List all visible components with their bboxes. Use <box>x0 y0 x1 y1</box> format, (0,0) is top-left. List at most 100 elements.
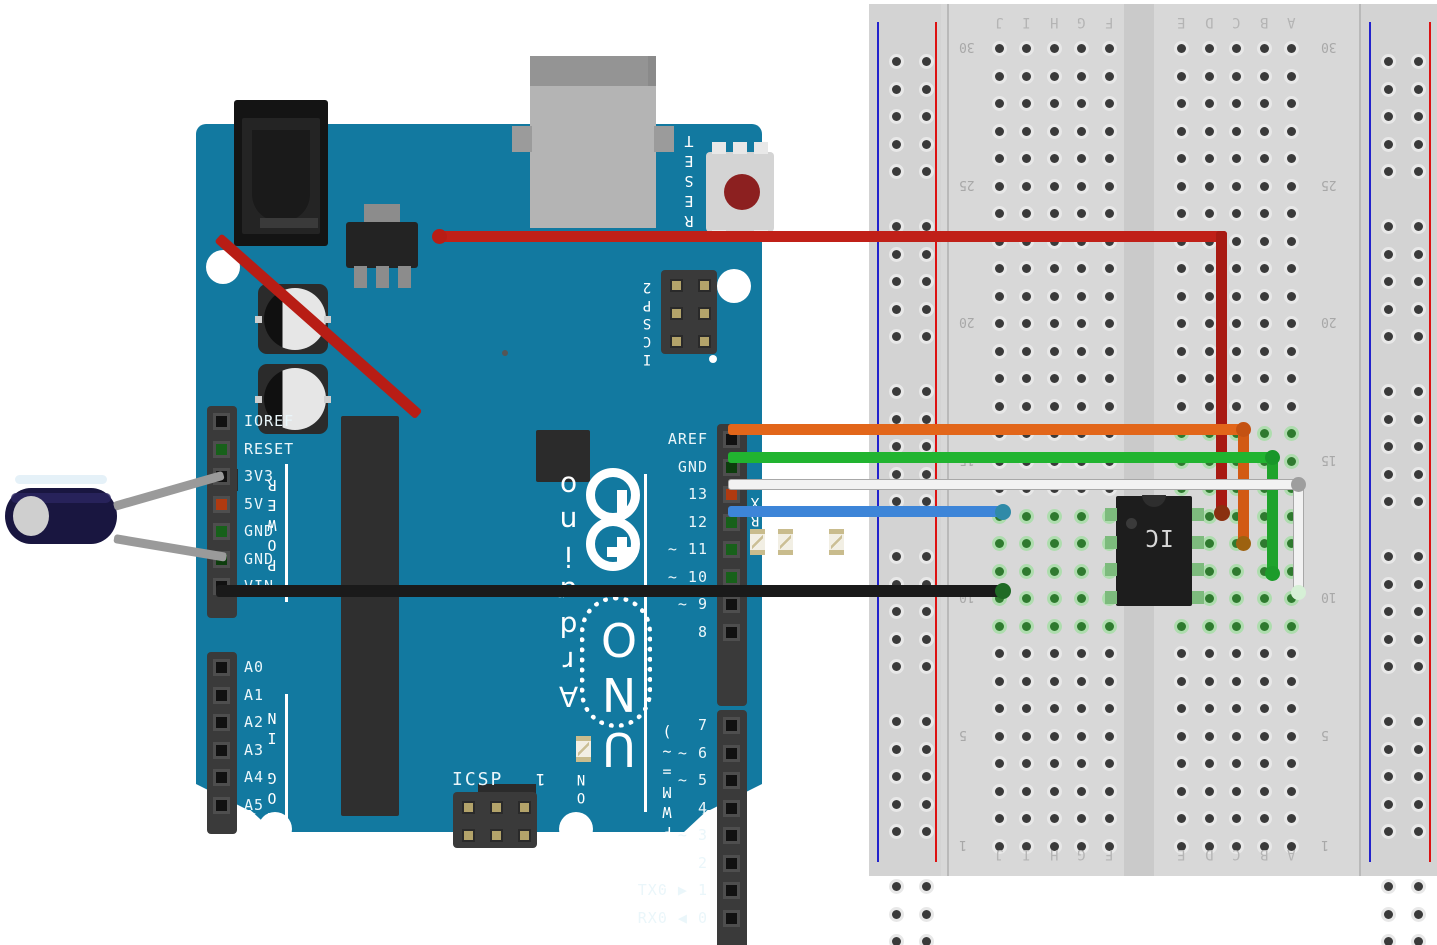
breadboard-rail-hole[interactable] <box>1411 934 1426 945</box>
breadboard-hole[interactable] <box>1101 151 1117 166</box>
breadboard-hole[interactable] <box>1174 728 1189 744</box>
breadboard-rail-hole[interactable] <box>919 494 934 509</box>
breadboard-hole[interactable] <box>1101 343 1117 359</box>
breadboard-hole[interactable] <box>1256 178 1272 194</box>
breadboard-hole[interactable] <box>1019 646 1034 661</box>
breadboard-hole[interactable] <box>1201 41 1217 56</box>
breadboard-hole[interactable] <box>1256 41 1272 56</box>
breadboard-rail-hole[interactable] <box>1411 219 1426 234</box>
breadboard-rail-hole[interactable] <box>1381 274 1396 289</box>
breadboard-hole[interactable] <box>1074 316 1089 331</box>
breadboard-hole[interactable] <box>1201 68 1217 84</box>
breadboard-hole[interactable] <box>1046 261 1062 276</box>
breadboard-hole[interactable] <box>1074 508 1089 524</box>
breadboard-rail-hole[interactable] <box>889 384 904 399</box>
breadboard-rail-hole[interactable] <box>1381 604 1396 619</box>
breadboard-hole[interactable] <box>1256 728 1272 744</box>
breadboard-hole[interactable] <box>1074 756 1089 771</box>
breadboard-rail-hole[interactable] <box>1411 879 1426 894</box>
breadboard-hole[interactable] <box>1074 646 1089 661</box>
barrel-power-jack[interactable] <box>234 100 328 246</box>
breadboard-rail-hole[interactable] <box>1381 796 1396 812</box>
pin12-wire-vertical[interactable] <box>1267 452 1278 574</box>
breadboard-hole[interactable] <box>991 96 1007 111</box>
breadboard-rail-hole[interactable] <box>1381 384 1396 399</box>
breadboard-rail-hole[interactable] <box>919 796 934 812</box>
breadboard-hole[interactable] <box>1229 838 1244 854</box>
breadboard-rail-hole[interactable] <box>1411 301 1426 317</box>
digital-pin-2[interactable] <box>723 854 740 872</box>
breadboard-hole[interactable] <box>1284 96 1299 111</box>
breadboard-hole[interactable] <box>1019 756 1034 771</box>
breadboard-hole[interactable] <box>1284 756 1299 771</box>
analog-pin-a3[interactable] <box>213 741 230 759</box>
breadboard-hole[interactable] <box>991 783 1007 799</box>
breadboard-hole[interactable] <box>1046 316 1062 331</box>
breadboard-rail-hole[interactable] <box>919 549 934 564</box>
breadboard-rail-hole[interactable] <box>919 439 934 454</box>
breadboard-hole[interactable] <box>1074 563 1089 579</box>
power-pin-gnd[interactable] <box>213 523 230 540</box>
breadboard-hole[interactable] <box>1201 701 1217 716</box>
breadboard-hole[interactable] <box>1074 618 1089 634</box>
breadboard-hole[interactable] <box>991 728 1007 744</box>
digital-pin-10[interactable] <box>723 568 740 586</box>
breadboard-hole[interactable] <box>1229 41 1244 56</box>
breadboard-hole[interactable] <box>1256 206 1272 221</box>
breadboard-hole[interactable] <box>1019 178 1034 194</box>
breadboard-hole[interactable] <box>991 316 1007 331</box>
breadboard-rail-hole[interactable] <box>889 494 904 509</box>
breadboard-rail-hole[interactable] <box>889 549 904 564</box>
breadboard-hole[interactable] <box>1229 371 1244 386</box>
breadboard-hole[interactable] <box>1101 646 1117 661</box>
power-pin-5v[interactable] <box>213 495 230 513</box>
breadboard-hole[interactable] <box>1256 426 1272 441</box>
breadboard-hole[interactable] <box>1019 316 1034 331</box>
breadboard-rail-hole[interactable] <box>919 879 934 894</box>
breadboard-hole[interactable] <box>1229 68 1244 84</box>
breadboard-hole[interactable] <box>1174 123 1189 139</box>
breadboard-rail-hole[interactable] <box>1411 576 1426 592</box>
breadboard-rail-hole[interactable] <box>1411 714 1426 729</box>
breadboard-rail-hole[interactable] <box>1411 329 1426 344</box>
breadboard-hole[interactable] <box>1074 68 1089 84</box>
digital-pin-9[interactable] <box>723 596 740 613</box>
breadboard-hole[interactable] <box>1019 261 1034 276</box>
breadboard-hole[interactable] <box>1174 343 1189 359</box>
breadboard-rail-hole[interactable] <box>1411 54 1426 69</box>
breadboard-hole[interactable] <box>1174 41 1189 56</box>
breadboard-rail-hole[interactable] <box>889 879 904 894</box>
breadboard-rail-hole[interactable] <box>919 136 934 152</box>
breadboard-hole[interactable] <box>1019 536 1034 551</box>
breadboard-hole[interactable] <box>1019 701 1034 716</box>
breadboard-hole[interactable] <box>1201 371 1217 386</box>
breadboard-hole[interactable] <box>1201 316 1217 331</box>
breadboard-hole[interactable] <box>1101 371 1117 386</box>
breadboard-rail-hole[interactable] <box>919 714 934 729</box>
reset-button[interactable] <box>706 142 774 242</box>
breadboard-hole[interactable] <box>1201 96 1217 111</box>
digital-pin-3[interactable] <box>723 827 740 844</box>
breadboard-hole[interactable] <box>1046 206 1062 221</box>
breadboard-rail-hole[interactable] <box>889 824 904 839</box>
breadboard-hole[interactable] <box>1201 398 1217 414</box>
breadboard-hole[interactable] <box>1229 618 1244 634</box>
breadboard[interactable]: 303025252020151510105511JJIIHHGGFFEEDDCC… <box>869 4 1437 945</box>
breadboard-rail-hole[interactable] <box>889 466 904 482</box>
breadboard-hole[interactable] <box>1019 371 1034 386</box>
breadboard-hole[interactable] <box>1201 343 1217 359</box>
breadboard-hole[interactable] <box>1101 783 1117 799</box>
breadboard-hole[interactable] <box>1046 536 1062 551</box>
breadboard-hole[interactable] <box>1256 96 1272 111</box>
breadboard-rail-hole[interactable] <box>889 246 904 262</box>
breadboard-rail-hole[interactable] <box>919 109 934 124</box>
breadboard-rail-hole[interactable] <box>1411 246 1426 262</box>
breadboard-hole[interactable] <box>1101 756 1117 771</box>
breadboard-rail-hole[interactable] <box>1411 81 1426 97</box>
breadboard-hole[interactable] <box>1046 508 1062 524</box>
breadboard-hole[interactable] <box>1256 343 1272 359</box>
breadboard-rail-hole[interactable] <box>1381 219 1396 234</box>
breadboard-hole[interactable] <box>1046 783 1062 799</box>
breadboard-hole[interactable] <box>1284 343 1299 359</box>
breadboard-hole[interactable] <box>1256 398 1272 414</box>
